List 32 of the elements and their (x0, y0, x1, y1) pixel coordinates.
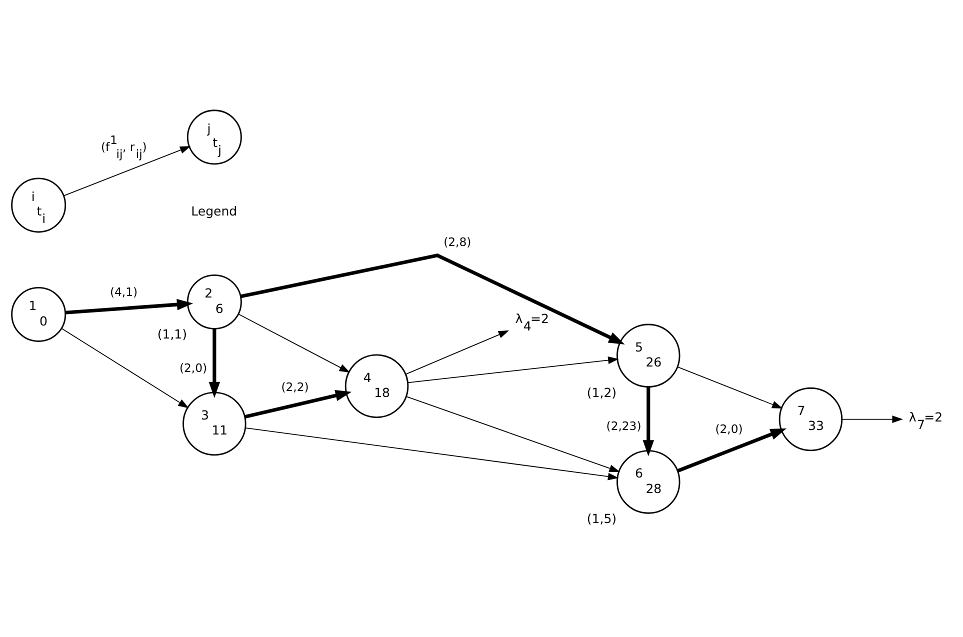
node-circle: 4 18 (344, 354, 409, 418)
node-label: (1,2) (586, 384, 617, 400)
edge-label: (2,2) (281, 380, 309, 394)
node-label: (1,5) (586, 511, 617, 526)
arrow (63, 146, 191, 196)
edge-label: (4,1) (110, 285, 138, 300)
node-circle: 6 28 (616, 450, 680, 514)
node-circle: 3 11 (182, 392, 246, 456)
arrow (405, 330, 510, 375)
arrow (244, 427, 619, 480)
arrow (407, 356, 619, 384)
node-circle: 2 6 (186, 274, 242, 330)
arrow (676, 428, 787, 473)
label: Legend (191, 204, 238, 219)
edge-label: (2,8) (444, 234, 472, 249)
node-circle: 7 33 (778, 387, 843, 452)
arrow (240, 254, 625, 344)
arrow (65, 298, 194, 314)
arrow (406, 396, 620, 472)
arrow (677, 366, 783, 409)
arrow (841, 416, 903, 424)
node-circle: 1 0 (11, 287, 66, 342)
node-label: (1,1) (157, 326, 188, 342)
edge-label: (2,0) (715, 422, 743, 436)
arrow (642, 386, 654, 456)
node-circle: 5 26 (616, 324, 680, 388)
arrow (238, 314, 350, 373)
arrow (208, 328, 220, 398)
arrow (244, 390, 352, 419)
edge-label: (2,0) (179, 360, 208, 375)
arrow (61, 328, 189, 408)
edge-label: (2,23) (606, 418, 642, 433)
